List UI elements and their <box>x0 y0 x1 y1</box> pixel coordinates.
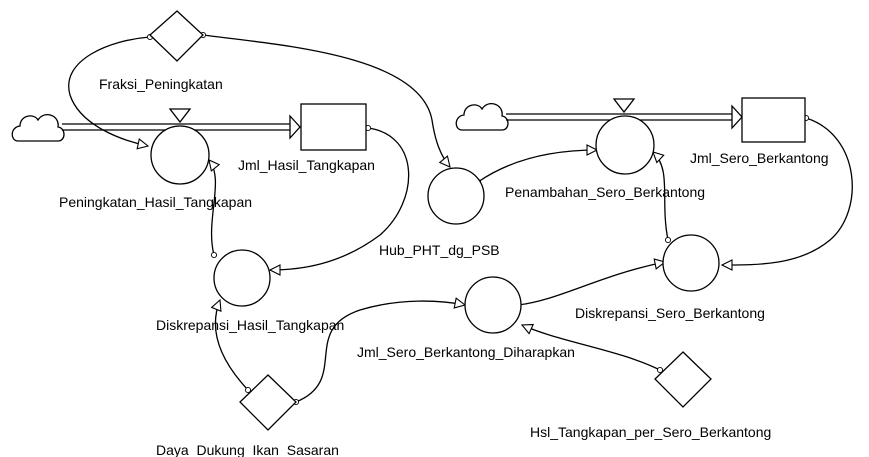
label-peningkatan-hasil-tangkapan: Peningkatan_Hasil_Tangkapan <box>59 194 252 210</box>
connector-diskrepansi-sero-to-penambahan <box>653 152 668 240</box>
flow-valve-icon <box>612 98 636 114</box>
cloud-icon <box>11 114 65 142</box>
connector-fraksi-to-peningkatan <box>68 37 150 146</box>
connector-jht-to-diskrepansi <box>270 128 410 270</box>
connector-hub-to-penambahan <box>478 150 597 182</box>
label-jml-hasil-tangkapan: Jml_Hasil_Tangkapan <box>238 157 375 173</box>
constant-daya-dukung-ikan-sasaran[interactable] <box>239 374 297 431</box>
flow-peningkatan-hasil-tangkapan[interactable] <box>150 125 210 185</box>
label-penambahan-sero-berkantong: Penambahan_Sero_Berkantong <box>505 184 705 200</box>
label-jml-sero-berkantong: Jml_Sero_Berkantong <box>690 150 829 166</box>
flow-penambahan-sero-berkantong[interactable] <box>595 115 655 175</box>
connector-daya-to-diskrepansi <box>215 300 248 390</box>
connector-jsb-to-diskrepansi <box>722 118 853 265</box>
label-jml-sero-berkantong-diharapkan: Jml_Sero_Berkantong_Diharapkan <box>357 344 575 360</box>
stock-jml-sero-berkantong[interactable] <box>741 97 806 143</box>
connector-daya-to-jsbd <box>296 301 465 402</box>
label-hub-pht-dg-psb: Hub_PHT_dg_PSB <box>379 242 500 258</box>
converter-hub-pht-dg-psb[interactable] <box>427 167 485 225</box>
converter-diskrepansi-sero-berkantong[interactable] <box>662 234 720 292</box>
converter-jml-sero-berkantong-diharapkan[interactable] <box>464 276 522 334</box>
connector-hsl-to-jsbd <box>522 325 660 370</box>
connector-jsbd-to-diskrepansi <box>518 262 665 305</box>
converter-diskrepansi-hasil-tangkapan[interactable] <box>213 249 271 307</box>
constant-hsl-tangkapan-per-sero-berkantong[interactable] <box>654 351 712 408</box>
connector-fraksi-to-hub <box>203 35 450 167</box>
label-daya-dukung-ikan-sasaran: Daya_Dukung_Ikan_Sasaran <box>156 442 339 457</box>
stock-jml-hasil-tangkapan[interactable] <box>300 103 367 151</box>
constant-fraksi-peningkatan[interactable] <box>149 10 204 62</box>
label-hsl-tangkapan-per-sero-berkantong: Hsl_Tangkapan_per_Sero_Berkantong <box>530 424 771 440</box>
cloud-icon <box>455 103 509 131</box>
flow-valve-icon <box>168 108 192 124</box>
label-diskrepansi-hasil-tangkapan: Diskrepansi_Hasil_Tangkapan <box>156 317 344 333</box>
connector-diskrepansi-to-peningkatan <box>209 160 215 255</box>
label-diskrepansi-sero-berkantong: Diskrepansi_Sero_Berkantong <box>575 305 765 321</box>
label-fraksi-peningkatan: Fraksi_Peningkatan <box>99 76 223 92</box>
connectors <box>68 35 853 402</box>
